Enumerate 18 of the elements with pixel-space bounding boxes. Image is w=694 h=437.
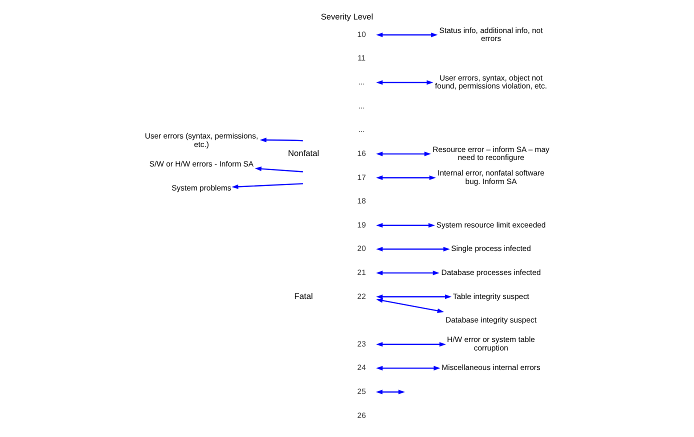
arrow	[376, 80, 434, 85]
arrow	[376, 390, 405, 394]
arrow	[254, 166, 303, 172]
arrow	[376, 152, 431, 156]
arrow	[376, 298, 444, 313]
label: Fatal	[294, 290, 313, 301]
arrow	[376, 294, 452, 300]
arrow	[232, 183, 303, 190]
arrow	[376, 175, 436, 180]
arrow	[376, 223, 436, 228]
arrow	[260, 138, 303, 142]
arrow	[376, 32, 438, 38]
diagram-title: Severity Level	[320, 12, 374, 22]
label: Nonfatal	[288, 148, 320, 158]
arrow	[376, 342, 446, 347]
arrow	[376, 366, 440, 370]
arrow	[376, 246, 450, 252]
arrow	[376, 270, 440, 276]
